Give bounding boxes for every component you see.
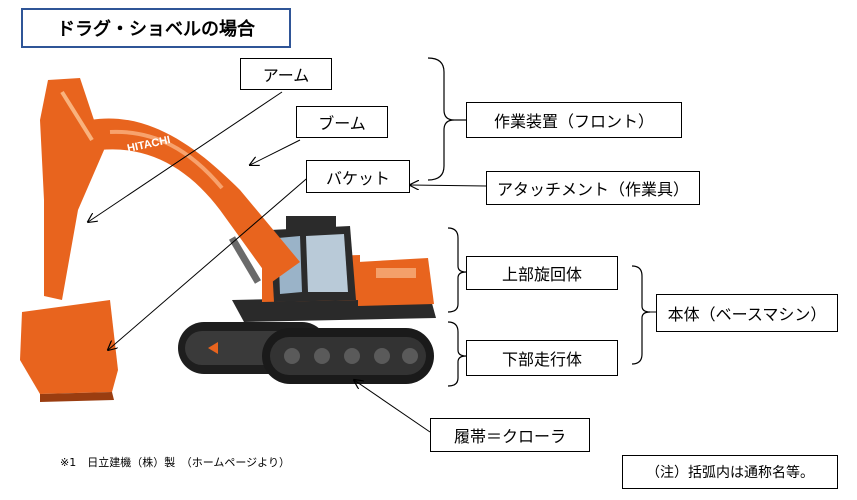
label-upper-structure: 上部旋回体 [466,256,618,290]
bucket-pointer-arrow [108,173,313,350]
label-crawler: 履帯＝クローラ [430,418,590,452]
label-arm: アーム [240,58,332,90]
body-bracket [631,265,651,365]
crawler-tracks [178,322,434,384]
footnote: ※1 日立建機（株）製 （ホームページより） [60,456,290,469]
front-bracket [427,57,455,181]
boom-cylinder [228,236,262,284]
page-title: ドラグ・ショベルの場合 [21,8,291,48]
boom-shape [90,118,300,282]
upper-bracket [447,227,467,313]
label-attachment: アタッチメント（作業具） [486,171,700,205]
label-boom: ブーム [296,106,388,138]
label-lower-structure: 下部走行体 [466,340,618,376]
lower-bracket [447,321,467,387]
attachment-pointer-arrow [410,185,487,186]
label-base-machine: 本体（ベースマシン） [656,294,838,332]
crawler-pointer-arrow [354,380,431,433]
label-front: 作業装置（フロント） [466,102,682,138]
bucket-shape [20,300,118,394]
excavator-illustration: HITACHI [20,78,436,402]
note-box: （注）括弧内は通称名等。 [622,455,838,489]
label-bucket: バケット [306,160,410,193]
boom-pointer-arrow [250,139,301,165]
arm-pointer-arrow [88,91,283,222]
